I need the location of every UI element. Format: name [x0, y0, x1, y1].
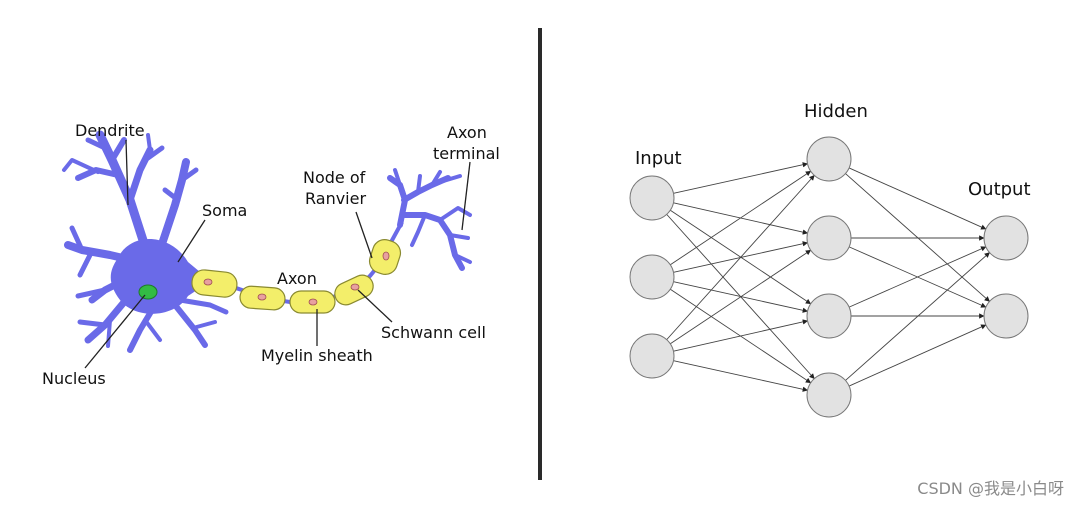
network-edge [670, 249, 812, 345]
schwann-nucleus [382, 251, 390, 261]
nucleus [138, 284, 158, 300]
schwann-nucleus [308, 298, 318, 306]
axon-terminal-branches [387, 168, 472, 271]
label-hidden-layer: Hidden [804, 101, 868, 122]
network-edge [673, 319, 809, 352]
label-axon-terminal-line1: Axon [447, 123, 487, 142]
network-edge [673, 360, 809, 392]
label-schwann-cell: Schwann cell [381, 323, 486, 342]
network-node-input [629, 333, 675, 379]
network-node-input [629, 175, 675, 221]
network-node-hidden [806, 372, 852, 418]
network-edge [848, 324, 987, 387]
schwann-cell [191, 269, 238, 298]
network-edge [845, 173, 990, 302]
label-output-layer: Output [968, 179, 1031, 200]
network-edge [845, 252, 990, 381]
label-axon-terminal-line2: terminal [433, 144, 500, 163]
soma-body [110, 238, 200, 314]
network-node-output [983, 293, 1029, 339]
label-input-layer: Input [635, 148, 682, 169]
divider [538, 28, 542, 480]
schwann-nucleus [257, 293, 267, 301]
watermark: CSDN @我是小白呀 [917, 479, 1064, 498]
network-edge [666, 174, 815, 340]
network-node-output [983, 215, 1029, 261]
neuron-diagram: Dendrite Soma Nucleus Node of Ranvier Ax… [42, 121, 500, 388]
myelin-segments [191, 239, 402, 314]
schwann-nucleus [203, 278, 213, 286]
network-edge [673, 162, 809, 194]
neural-network-diagram: Input Hidden Output [629, 101, 1031, 418]
label-node-of-ranvier-line2: Ranvier [305, 189, 366, 208]
network-nodes [629, 136, 1029, 418]
network-node-hidden [806, 293, 852, 339]
network-edge [848, 167, 987, 230]
label-nucleus: Nucleus [42, 369, 106, 388]
network-edge [670, 170, 812, 266]
network-node-hidden [806, 136, 852, 182]
label-dendrite: Dendrite [75, 121, 145, 140]
label-myelin-sheath: Myelin sheath [261, 346, 373, 365]
label-node-of-ranvier-line1: Node of [303, 168, 366, 187]
label-soma: Soma [202, 201, 247, 220]
schwann-nucleus [350, 283, 360, 291]
network-node-input [629, 254, 675, 300]
label-axon: Axon [277, 269, 317, 288]
pointer-lines [84, 139, 471, 369]
network-node-hidden [806, 215, 852, 261]
network-edge [848, 246, 987, 308]
network-edges [666, 162, 990, 392]
